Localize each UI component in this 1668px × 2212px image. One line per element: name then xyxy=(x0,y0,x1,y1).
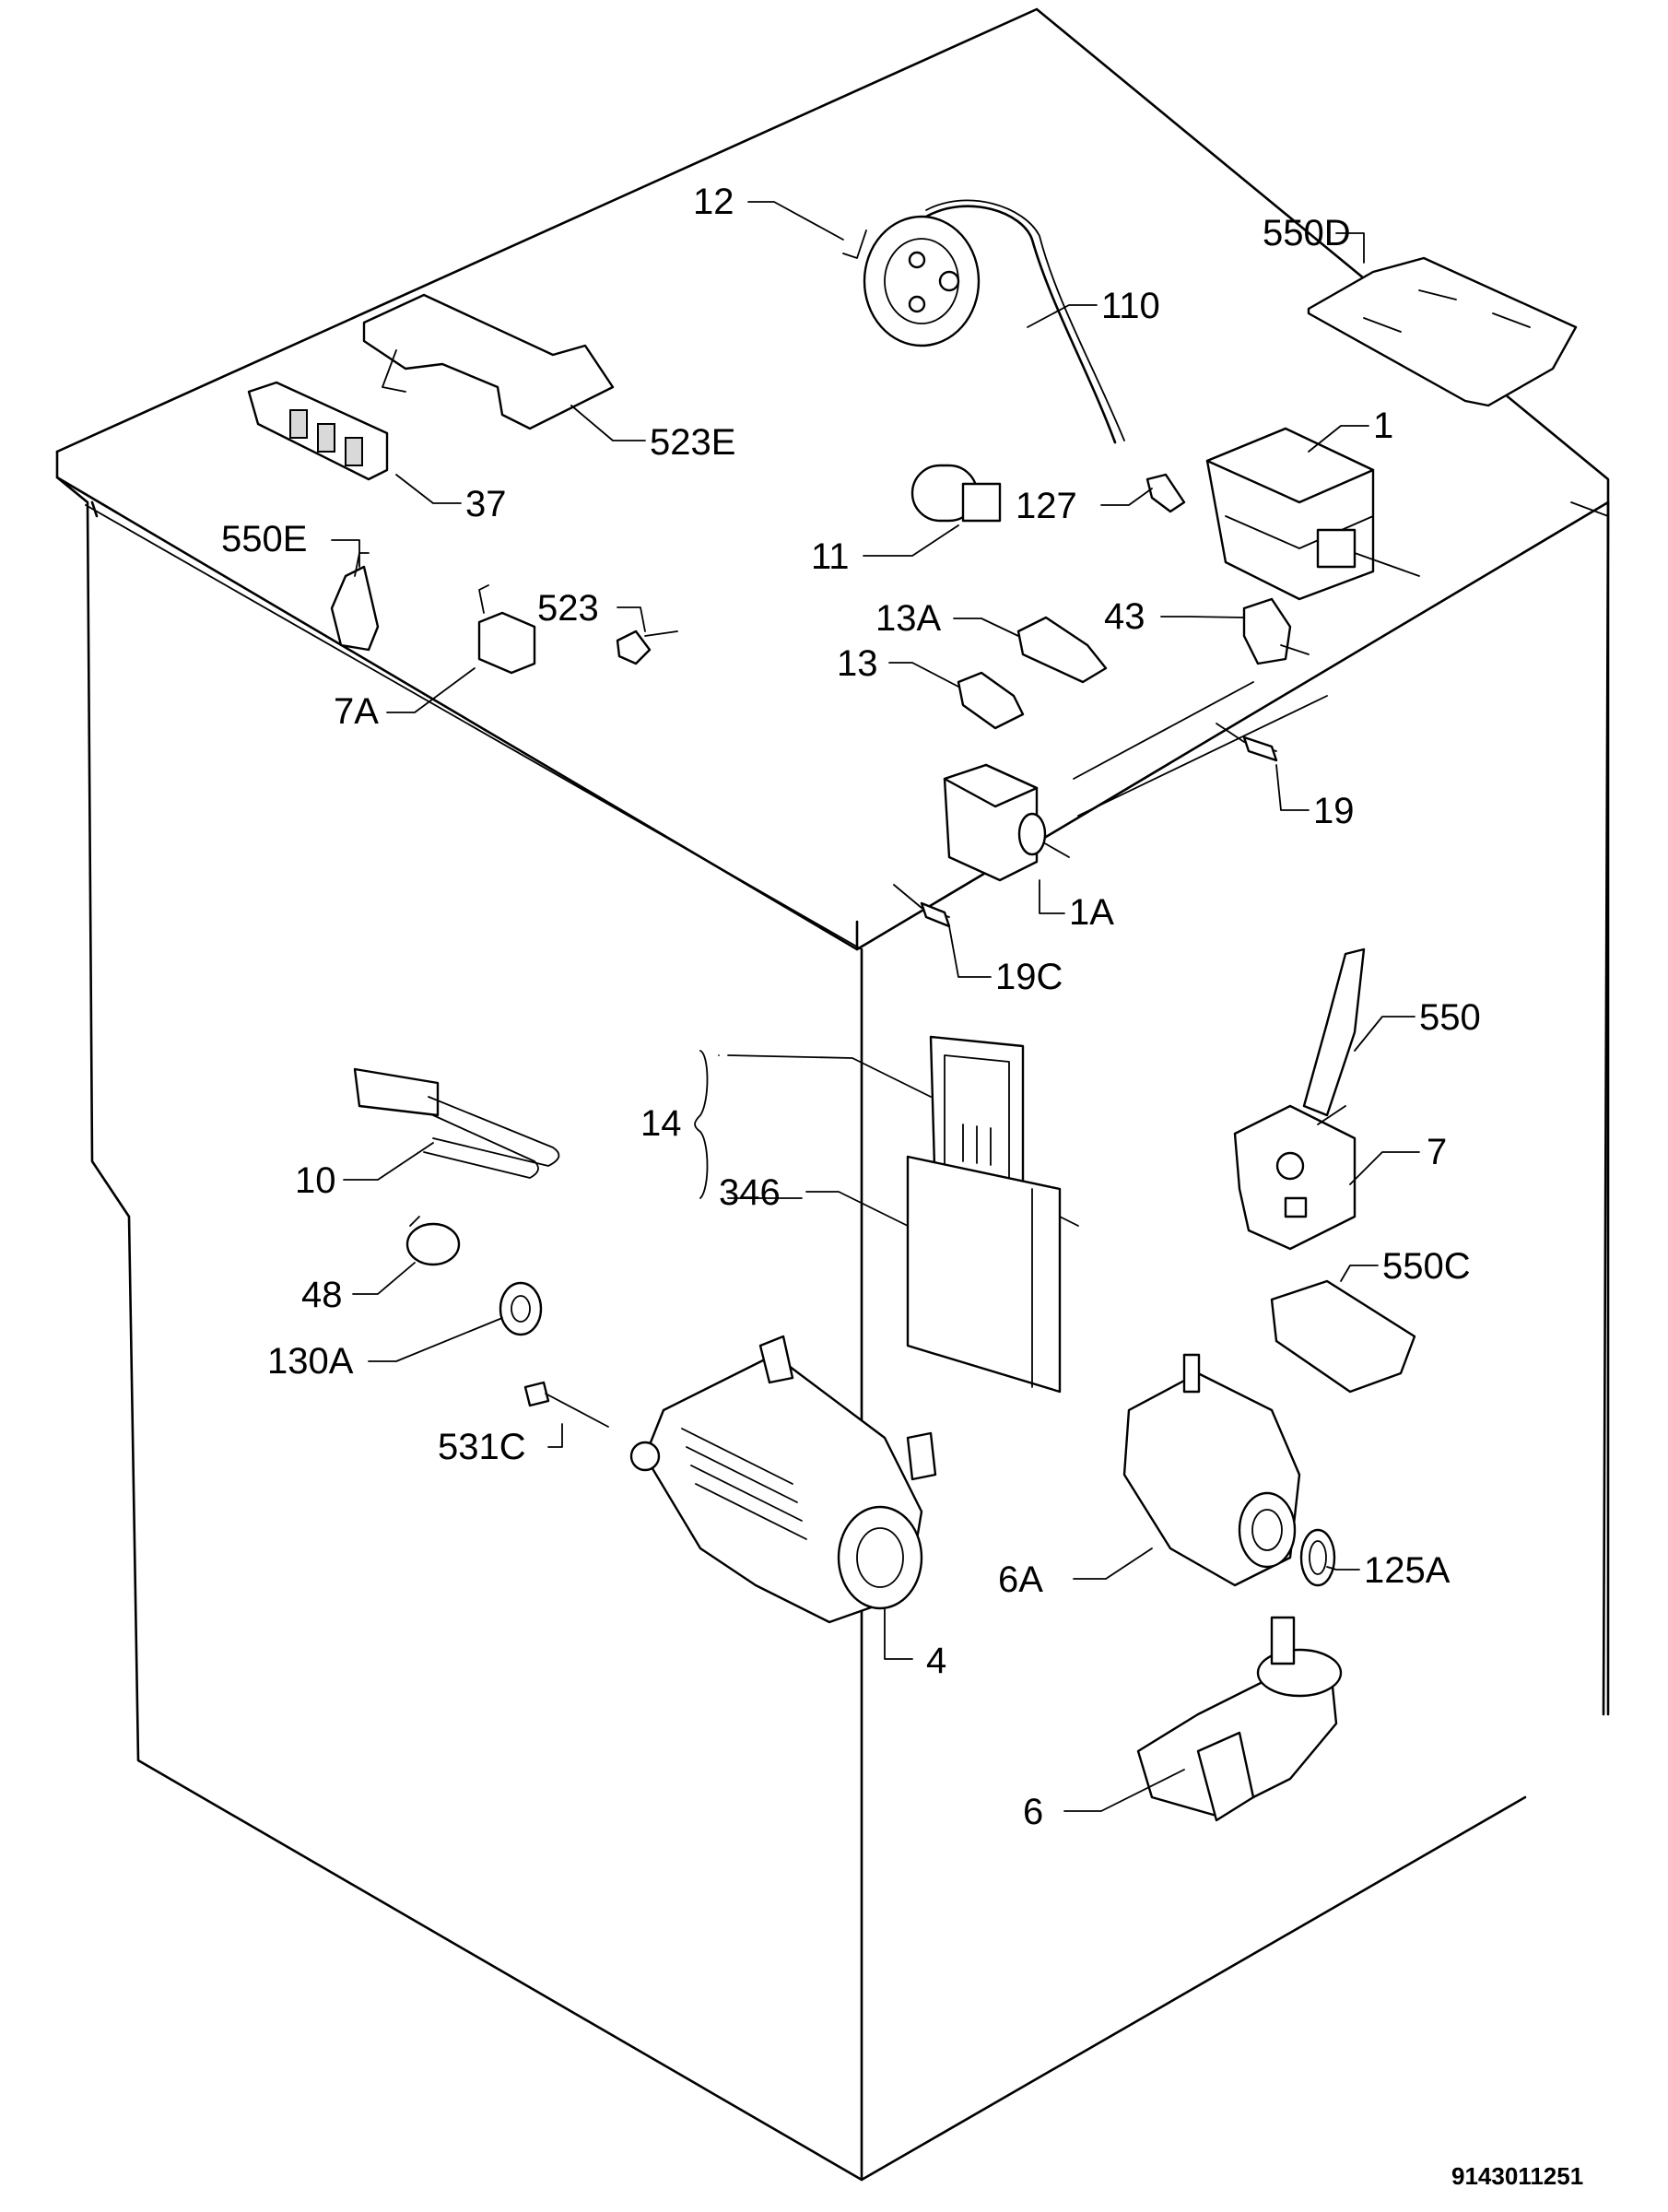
label-part-13: 13 xyxy=(837,643,878,684)
connector-13 xyxy=(957,671,1025,730)
label-part-130A: 130A xyxy=(267,1341,354,1382)
label-part-110: 110 xyxy=(1101,286,1160,326)
document-code: 9143011251 xyxy=(1451,2162,1583,2190)
part-labels: 12 110 550D 1 523E 37 127 11 550E 523 13… xyxy=(221,182,1481,1832)
connector-43 xyxy=(1242,597,1310,665)
heater-10 xyxy=(353,1067,560,1179)
label-part-14: 14 xyxy=(640,1103,682,1144)
thermostat-48 xyxy=(405,1216,461,1266)
pressure-switch-12 xyxy=(842,215,981,347)
programmer-1 xyxy=(1205,427,1420,601)
container-346 xyxy=(906,1155,1079,1394)
label-part-12: 12 xyxy=(693,182,734,222)
nut-130A xyxy=(499,1281,543,1336)
lamp-19C xyxy=(893,884,951,928)
label-part-125A: 125A xyxy=(1364,1550,1451,1591)
lamp-19 xyxy=(1216,723,1278,762)
cover-550C xyxy=(1270,1279,1416,1394)
label-part-550: 550 xyxy=(1419,997,1481,1038)
leader-lines xyxy=(331,201,1420,1812)
label-part-11: 11 xyxy=(811,536,850,577)
connector-13A xyxy=(1016,616,1108,684)
label-part-550C: 550C xyxy=(1382,1246,1471,1287)
label-part-37: 37 xyxy=(465,484,507,524)
door-lock-7 xyxy=(1233,1104,1357,1251)
label-part-531C: 531C xyxy=(438,1427,526,1467)
plug-127 xyxy=(1145,473,1186,513)
drain-pump-6 xyxy=(1136,1616,1343,1822)
label-part-7: 7 xyxy=(1427,1132,1447,1172)
micro-switch-7A xyxy=(477,584,536,675)
gasket-125A xyxy=(1299,1528,1336,1587)
hose-110 xyxy=(924,199,1125,444)
label-part-7A: 7A xyxy=(334,691,379,732)
motor-4 xyxy=(629,1335,937,1624)
lever-550 xyxy=(1302,947,1366,1117)
label-part-19C: 19C xyxy=(995,957,1063,997)
clip-550E xyxy=(330,552,380,652)
selector-1A xyxy=(943,681,1328,882)
label-part-1A: 1A xyxy=(1069,892,1114,933)
label-part-550E: 550E xyxy=(221,519,307,559)
label-part-127: 127 xyxy=(1016,486,1077,526)
label-part-4: 4 xyxy=(926,1641,946,1681)
label-part-13A: 13A xyxy=(875,598,941,639)
cabinet-outline xyxy=(55,7,1610,2182)
label-part-1: 1 xyxy=(1373,406,1393,446)
label-part-346: 346 xyxy=(719,1172,781,1213)
capacitor-11 xyxy=(910,464,1002,523)
terminal-block-37 xyxy=(247,381,389,481)
label-part-10: 10 xyxy=(295,1160,336,1201)
label-part-19: 19 xyxy=(1313,791,1355,831)
label-part-48: 48 xyxy=(301,1275,343,1315)
label-part-6: 6 xyxy=(1023,1792,1043,1832)
cover-550D xyxy=(1307,256,1578,407)
label-part-550D: 550D xyxy=(1263,213,1351,253)
filter-housing-6A xyxy=(1122,1353,1301,1587)
label-part-6A: 6A xyxy=(998,1559,1043,1600)
label-part-43: 43 xyxy=(1104,596,1145,637)
label-part-523E: 523E xyxy=(650,422,735,463)
bracket-523E xyxy=(362,293,615,430)
label-part-523: 523 xyxy=(537,588,599,629)
screw-531C xyxy=(523,1381,609,1428)
clip-523 xyxy=(616,629,678,665)
